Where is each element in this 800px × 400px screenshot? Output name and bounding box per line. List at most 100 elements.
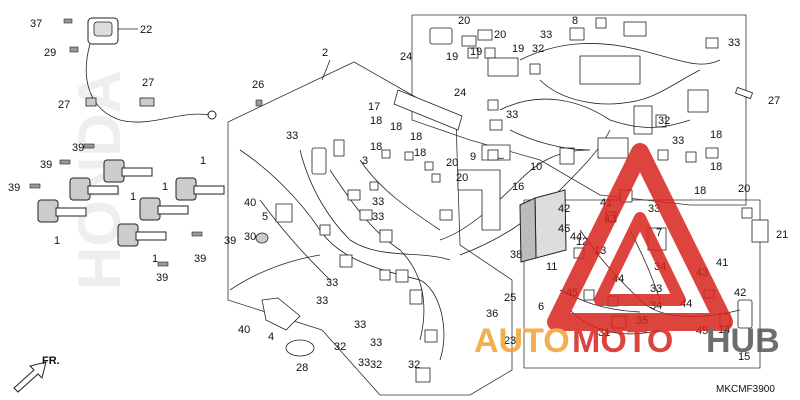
diagram-code: MKCMF3900 [716, 384, 775, 395]
ignition-coil [103, 159, 153, 183]
callout-39: 39 [72, 142, 84, 154]
callout-36: 36 [486, 308, 498, 320]
callout-38: 38 [510, 249, 522, 261]
callout-39: 39 [194, 253, 206, 265]
callout-4: 4 [268, 331, 274, 343]
callout-33: 33 [506, 109, 518, 121]
callout-33: 33 [728, 37, 740, 49]
callout-39: 39 [8, 182, 20, 194]
callout-3: 3 [362, 155, 368, 167]
callout-33: 33 [286, 130, 298, 142]
callout-1: 1 [162, 181, 168, 193]
callout-39: 39 [156, 272, 168, 284]
connectors [311, 139, 453, 383]
callout-41: 41 [716, 257, 728, 269]
watermark-text-moto: MOTO [572, 322, 673, 360]
callout-39: 39 [224, 235, 236, 247]
callout-32: 32 [370, 359, 382, 371]
callout-32: 32 [532, 43, 544, 55]
callout-42: 42 [734, 287, 746, 299]
callout-8: 8 [572, 15, 578, 27]
callout-22: 22 [140, 24, 152, 36]
callout-33: 33 [358, 357, 370, 369]
callout-21: 21 [776, 229, 788, 241]
callout-7: 7 [656, 227, 662, 239]
callout-5: 5 [262, 211, 268, 223]
ecu-box [519, 189, 567, 263]
callout-20: 20 [456, 172, 468, 184]
callout-2: 2 [322, 47, 328, 59]
callout-11: 11 [546, 261, 557, 273]
callout-18: 18 [694, 185, 706, 197]
brackets [255, 89, 511, 357]
callout-17: 17 [368, 101, 380, 113]
watermark-text-auto: AUTO [474, 322, 570, 360]
callout-42: 42 [558, 203, 570, 215]
callout-33: 33 [354, 319, 366, 331]
callout-33: 33 [316, 295, 328, 307]
watermark-text-hub: HUB [706, 322, 780, 360]
callout-33: 33 [372, 196, 384, 208]
watermark-triangle-inner [594, 212, 686, 306]
callout-33: 33 [372, 211, 384, 223]
callout-20: 20 [446, 157, 458, 169]
callout-33: 33 [672, 135, 684, 147]
callout-32: 32 [334, 341, 346, 353]
callout-20: 20 [494, 29, 506, 41]
ignition-coil [69, 177, 119, 201]
callout-1: 1 [54, 235, 60, 247]
sub-harness-parts [429, 17, 769, 243]
front-direction-indicator: FR. [13, 355, 60, 393]
callout-45: 45 [558, 223, 570, 235]
callout-1: 1 [130, 191, 136, 203]
watermark-triangle-outer [547, 143, 733, 331]
callout-33: 33 [540, 29, 552, 41]
sub-harness-outline [411, 14, 747, 206]
watermark-logo: AUTO MOTO HUB [474, 143, 780, 360]
callout-33: 33 [326, 277, 338, 289]
callout-9: 9 [470, 151, 476, 163]
callout-23: 23 [504, 335, 516, 347]
callout-24: 24 [400, 51, 412, 63]
callout-25: 25 [504, 292, 516, 304]
rear-harness-outline [523, 199, 761, 369]
callout-19: 19 [470, 46, 482, 58]
callout-10: 10 [530, 161, 542, 173]
callout-40: 40 [238, 324, 250, 336]
callout-18: 18 [390, 121, 402, 133]
ignition-coils [37, 159, 225, 247]
callout-1: 1 [200, 155, 206, 167]
callout-27: 27 [142, 77, 154, 89]
callout-32: 32 [408, 359, 420, 371]
callout-44: 44 [570, 231, 582, 243]
callout-28: 28 [296, 362, 308, 374]
sub-harness-wires [499, 43, 721, 151]
callout-27: 27 [58, 99, 70, 111]
callout-24: 24 [454, 87, 466, 99]
ignition-coil [37, 199, 87, 223]
callout-33: 33 [650, 283, 662, 295]
callout-20: 20 [458, 15, 470, 27]
callout-15: 15 [738, 351, 750, 363]
callout-18: 18 [370, 141, 382, 153]
callout-1: 1 [152, 253, 158, 265]
callout-32: 32 [658, 115, 670, 127]
callout-27: 27 [768, 95, 780, 107]
ignition-coil [117, 223, 167, 247]
callout-33: 33 [370, 337, 382, 349]
callout-20: 20 [738, 183, 750, 195]
callout-18: 18 [410, 131, 422, 143]
callout-19: 19 [512, 43, 524, 55]
callout-18: 18 [710, 129, 722, 141]
callout-6: 6 [538, 301, 544, 313]
callout-26: 26 [252, 79, 264, 91]
callout-19: 19 [446, 51, 458, 63]
callout-18: 18 [710, 161, 722, 173]
direction-label: FR. [42, 355, 60, 367]
callout-40: 40 [244, 197, 256, 209]
callout-29: 29 [44, 47, 56, 59]
callout-30: 30 [244, 231, 256, 243]
callout-39: 39 [40, 159, 52, 171]
callout-16: 16 [512, 181, 524, 193]
